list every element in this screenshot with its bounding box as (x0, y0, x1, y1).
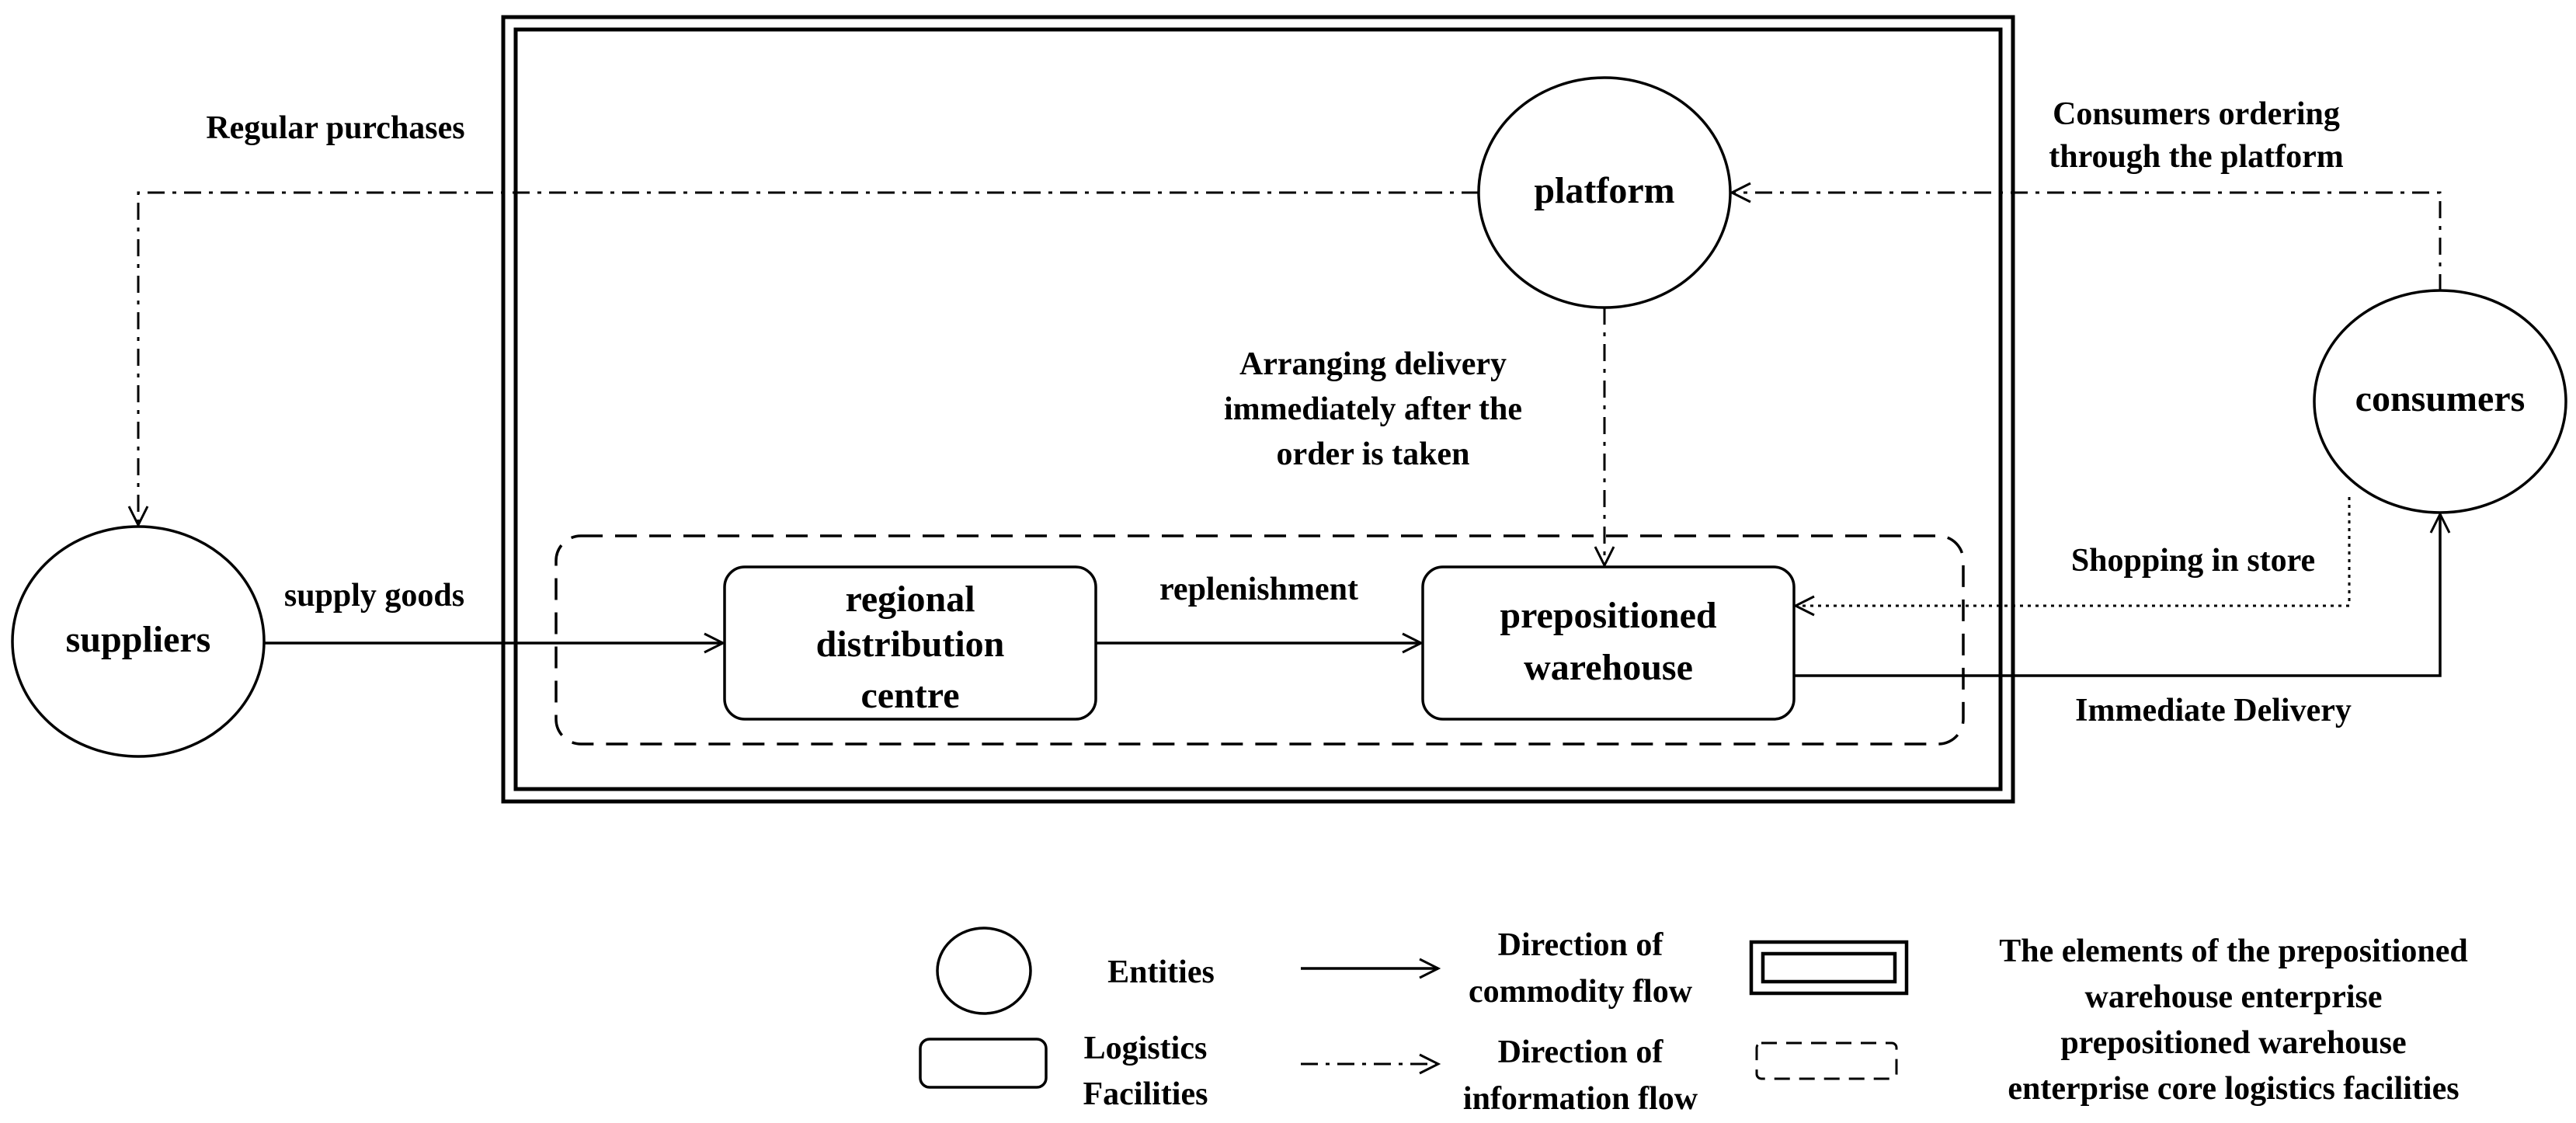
immediate-delivery-arrow (1794, 514, 2440, 677)
regional-distribution-centre-label-line1: regional (845, 579, 975, 620)
consumers-ordering-label-line1: Consumers ordering (2053, 96, 2340, 132)
legend: Entities Logistics Facilities Direction … (919, 927, 2468, 1117)
prepositioned-warehouse-label-line2: warehouse (1524, 647, 1693, 688)
legend-entities-label: Entities (1107, 954, 1215, 990)
arranging-delivery-label-line1: Arranging delivery (1239, 346, 1507, 382)
arranging-delivery-label-line3: order is taken (1277, 436, 1470, 472)
consumers-label: consumers (2355, 378, 2526, 419)
legend-commodity-label-line1: Direction of (1498, 927, 1664, 963)
regular-purchases-label: Regular purchases (206, 110, 464, 146)
core-facilities-boundary (554, 534, 1965, 746)
legend-core-facilities-symbol (1755, 1041, 1898, 1080)
legend-logistics-label-line1: Logistics (1084, 1031, 1208, 1066)
regular-purchases-arrow (138, 191, 1479, 525)
legend-enterprise-symbol-inner (1761, 951, 1897, 984)
regional-distribution-centre-label-line3: centre (860, 675, 959, 716)
consumers-ordering-arrow (1732, 193, 2442, 291)
legend-core-label-line1: prepositioned warehouse (2060, 1025, 2406, 1061)
legend-enterprise-symbol-outer (1749, 940, 1909, 996)
arranging-delivery-label-line2: immediately after the (1224, 391, 1522, 427)
legend-enterprise-label-line2: warehouse enterprise (2085, 979, 2383, 1015)
legend-commodity-label-line2: commodity flow (1469, 974, 1693, 1010)
consumers-ordering-label-line2: through the platform (2049, 139, 2344, 175)
regional-distribution-centre-label-line2: distribution (816, 624, 1005, 665)
replenishment-label: replenishment (1159, 572, 1358, 607)
enterprise-boundary-outer (501, 15, 2015, 804)
legend-logistics-label-line2: Facilities (1083, 1076, 1208, 1112)
platform-label: platform (1534, 170, 1674, 211)
suppliers-label: suppliers (66, 619, 211, 660)
enterprise-boundary-inner (513, 27, 2003, 791)
shopping-in-store-label: Shopping in store (2071, 543, 2315, 579)
legend-information-label-line2: information flow (1463, 1081, 1698, 1117)
prepositioned-warehouse-node (1421, 565, 1796, 721)
legend-information-label-line1: Direction of (1498, 1034, 1664, 1070)
legend-core-label-line2: enterprise core logistics facilities (2008, 1071, 2459, 1107)
shopping-in-store-arrow (1796, 497, 2351, 606)
prepositioned-warehouse-label-line1: prepositioned (1500, 595, 1716, 636)
supply-goods-label: supply goods (284, 578, 464, 614)
immediate-delivery-label: Immediate Delivery (2075, 693, 2352, 728)
legend-entity-symbol (936, 927, 1032, 1015)
legend-enterprise-label-line1: The elements of the prepositioned (1999, 934, 2468, 969)
legend-facility-symbol (919, 1038, 1048, 1089)
